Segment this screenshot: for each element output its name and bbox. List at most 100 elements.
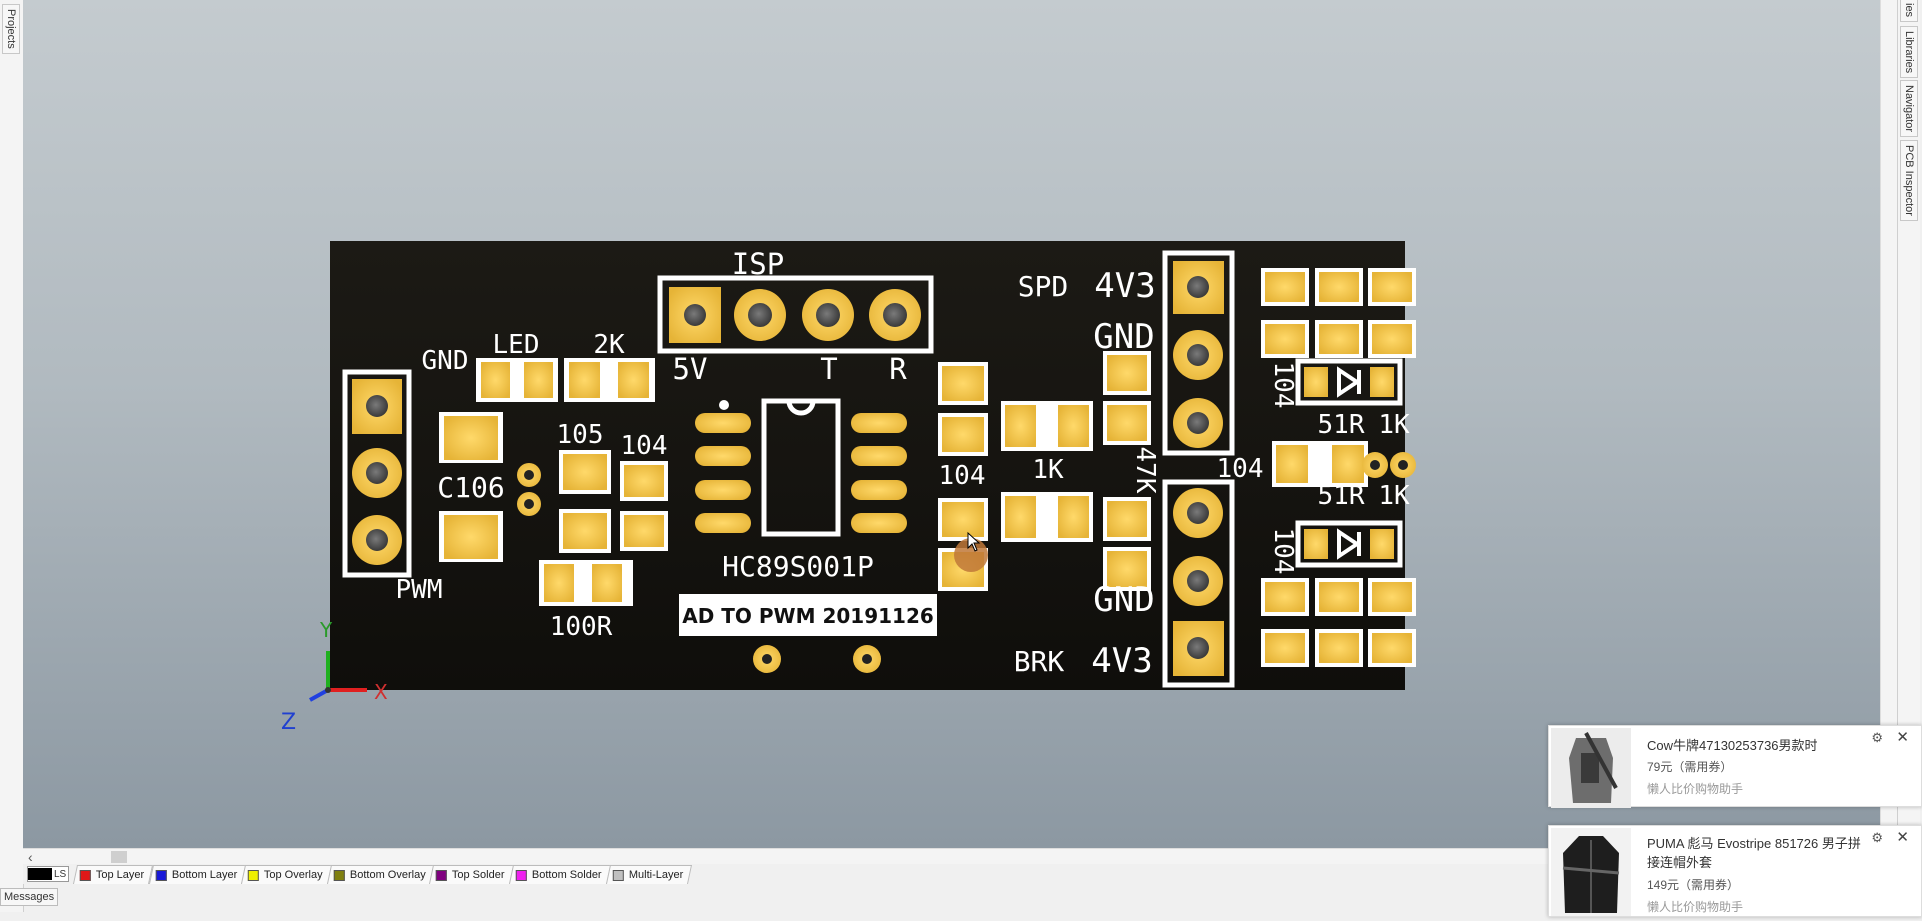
- pwm-hole-2: [366, 462, 388, 484]
- pcb-board[interactable]: ISP 5V T R GND PWM C106 LED 2K 105 104 1…: [307, 241, 1416, 702]
- c106-pad-1[interactable]: [444, 416, 498, 460]
- led-pad-1[interactable]: [481, 362, 510, 398]
- c104-left-pad-1[interactable]: [624, 465, 664, 497]
- spd-hole-1: [1187, 276, 1209, 298]
- via-hole-c106-2: [524, 499, 534, 509]
- gear-icon[interactable]: ⚙: [1871, 730, 1883, 745]
- r1k-mid-pad-4[interactable]: [1058, 496, 1089, 538]
- layer-tab-top-overlay[interactable]: Top Overlay: [240, 864, 332, 884]
- diode-bottom-pad-2[interactable]: [1370, 529, 1394, 559]
- chip-pin-6[interactable]: [851, 480, 907, 500]
- layer-set-selector[interactable]: LS: [27, 866, 70, 882]
- pad-array-bottom: [1261, 578, 1416, 667]
- pad-array-top: [1261, 268, 1416, 358]
- gnd-left-label: GND: [422, 346, 469, 376]
- via-right-hole-2: [1398, 460, 1408, 470]
- close-icon[interactable]: ✕: [1896, 729, 1909, 746]
- chip-pin-5[interactable]: [851, 513, 907, 533]
- notification-source: 懒人比价购物助手: [1647, 900, 1744, 914]
- r2k-label: 2K: [593, 330, 625, 360]
- gear-icon[interactable]: ⚙: [1871, 830, 1883, 845]
- vertical-scrollbar[interactable]: [1880, 0, 1899, 848]
- r47k-pad-1[interactable]: [1107, 355, 1147, 391]
- via-hole-c106-1: [524, 470, 534, 480]
- r104-right-pad-2[interactable]: [1332, 445, 1364, 483]
- r100-pad-1[interactable]: [544, 564, 574, 602]
- led-pad-2[interactable]: [524, 362, 553, 398]
- axis-x-label: X: [374, 680, 388, 704]
- z-axis-line: [309, 688, 329, 702]
- r1k-mid-pad-1[interactable]: [1005, 405, 1036, 447]
- pcb-inspector-tab[interactable]: PCB Inspector: [1900, 140, 1918, 221]
- c104-mid-pad-1[interactable]: [942, 366, 984, 401]
- layer-tab-bottom-layer[interactable]: Bottom Layer: [148, 864, 246, 884]
- spd-hole-3: [1187, 412, 1209, 434]
- diode-top-pad-1[interactable]: [1304, 367, 1328, 397]
- chip-pin-3[interactable]: [695, 480, 751, 500]
- c104-mid-pad-2[interactable]: [942, 417, 984, 452]
- date-label: AD TO PWM 20191126: [682, 604, 934, 628]
- right-tab-top[interactable]: ies: [1900, 0, 1918, 23]
- r1k-mid-label: 1K: [1032, 455, 1064, 485]
- isp-hole-3: [816, 303, 840, 327]
- chip-pin-7[interactable]: [851, 446, 907, 466]
- c105-pad-2[interactable]: [563, 513, 607, 549]
- diode-bottom-outline: [1295, 520, 1403, 568]
- r1k-bottom-label: 1K: [1378, 481, 1410, 511]
- c105-pad-1[interactable]: [563, 454, 607, 490]
- r47k-pad-3[interactable]: [1107, 501, 1147, 537]
- r47k-pad-4[interactable]: [1107, 551, 1147, 587]
- r2k-pad-2[interactable]: [618, 362, 649, 398]
- layer-tab-multi-layer[interactable]: Multi-Layer: [605, 864, 693, 884]
- r51r-top-label: 51R: [1318, 410, 1365, 440]
- layer-tab-top-layer[interactable]: Top Layer: [73, 864, 154, 884]
- date-label-box: [679, 594, 937, 636]
- layer-tab-label: Top Solder: [452, 868, 505, 881]
- isp-hole-1: [684, 304, 706, 326]
- product-thumbnail: [1551, 828, 1631, 916]
- r2k-pad-1[interactable]: [569, 362, 600, 398]
- diode-bottom-pad-1[interactable]: [1304, 529, 1328, 559]
- navigator-tab[interactable]: Navigator: [1900, 80, 1918, 138]
- chip-pin-1[interactable]: [695, 413, 751, 433]
- layer-tab-bottom-overlay[interactable]: Bottom Overlay: [326, 864, 435, 884]
- r1k-mid-pad-3[interactable]: [1005, 496, 1036, 538]
- libraries-tab[interactable]: Libraries: [1900, 26, 1918, 79]
- led-label: LED: [493, 330, 540, 360]
- diode-bottom-symbol: [1337, 528, 1361, 560]
- r47k-label: 47K: [1130, 447, 1160, 494]
- r100-label: 100R: [550, 612, 613, 642]
- r1k-mid-pad-2[interactable]: [1058, 405, 1089, 447]
- chip-pin-2[interactable]: [695, 446, 751, 466]
- horizontal-scrollbar[interactable]: ‹: [23, 848, 1880, 865]
- layer-tab-label: Top Overlay: [263, 868, 323, 881]
- via-right-hole-1: [1370, 460, 1380, 470]
- close-icon[interactable]: ✕: [1896, 829, 1909, 846]
- chip-pin-4[interactable]: [695, 513, 751, 533]
- c104-mid-pad-3[interactable]: [942, 502, 984, 537]
- mount-hole-right: [862, 654, 872, 664]
- messages-tab[interactable]: Messages: [0, 888, 59, 906]
- brk-label: BRK: [1014, 645, 1065, 678]
- projects-tab[interactable]: Projects: [2, 4, 20, 54]
- brk-header-outline: [1162, 479, 1235, 688]
- axis-y-label: Y: [320, 618, 333, 642]
- layer-tab-top-solder[interactable]: Top Solder: [429, 864, 515, 884]
- r100-pad-2[interactable]: [592, 564, 622, 602]
- isp-header-outline: [657, 275, 934, 354]
- chip-pin-8[interactable]: [851, 413, 907, 433]
- layer-tab-bottom-solder[interactable]: Bottom Solder: [509, 864, 611, 884]
- notification-card[interactable]: PUMA 彪马 Evostripe 851726 男子拼接连帽外套 149元（需…: [1548, 825, 1922, 917]
- diode-top-pad-2[interactable]: [1370, 367, 1394, 397]
- r104-right-pad-1[interactable]: [1276, 445, 1308, 483]
- r47k-pad-2[interactable]: [1107, 405, 1147, 441]
- scroll-thumb[interactable]: [111, 851, 127, 863]
- notification-card[interactable]: Cow牛牌47130253736男款时 79元（需用券） 懒人比价购物助手 ⚙ …: [1548, 725, 1922, 808]
- scroll-left-icon[interactable]: ‹: [28, 849, 33, 865]
- chip-label: HC89S001P: [722, 550, 874, 583]
- c104-left-pad-2[interactable]: [624, 515, 664, 547]
- brk-hole-1: [1187, 502, 1209, 524]
- layer-tab-label: Bottom Layer: [171, 868, 237, 881]
- c106-pad-2[interactable]: [444, 515, 498, 559]
- notification-source: 懒人比价购物助手: [1647, 782, 1744, 796]
